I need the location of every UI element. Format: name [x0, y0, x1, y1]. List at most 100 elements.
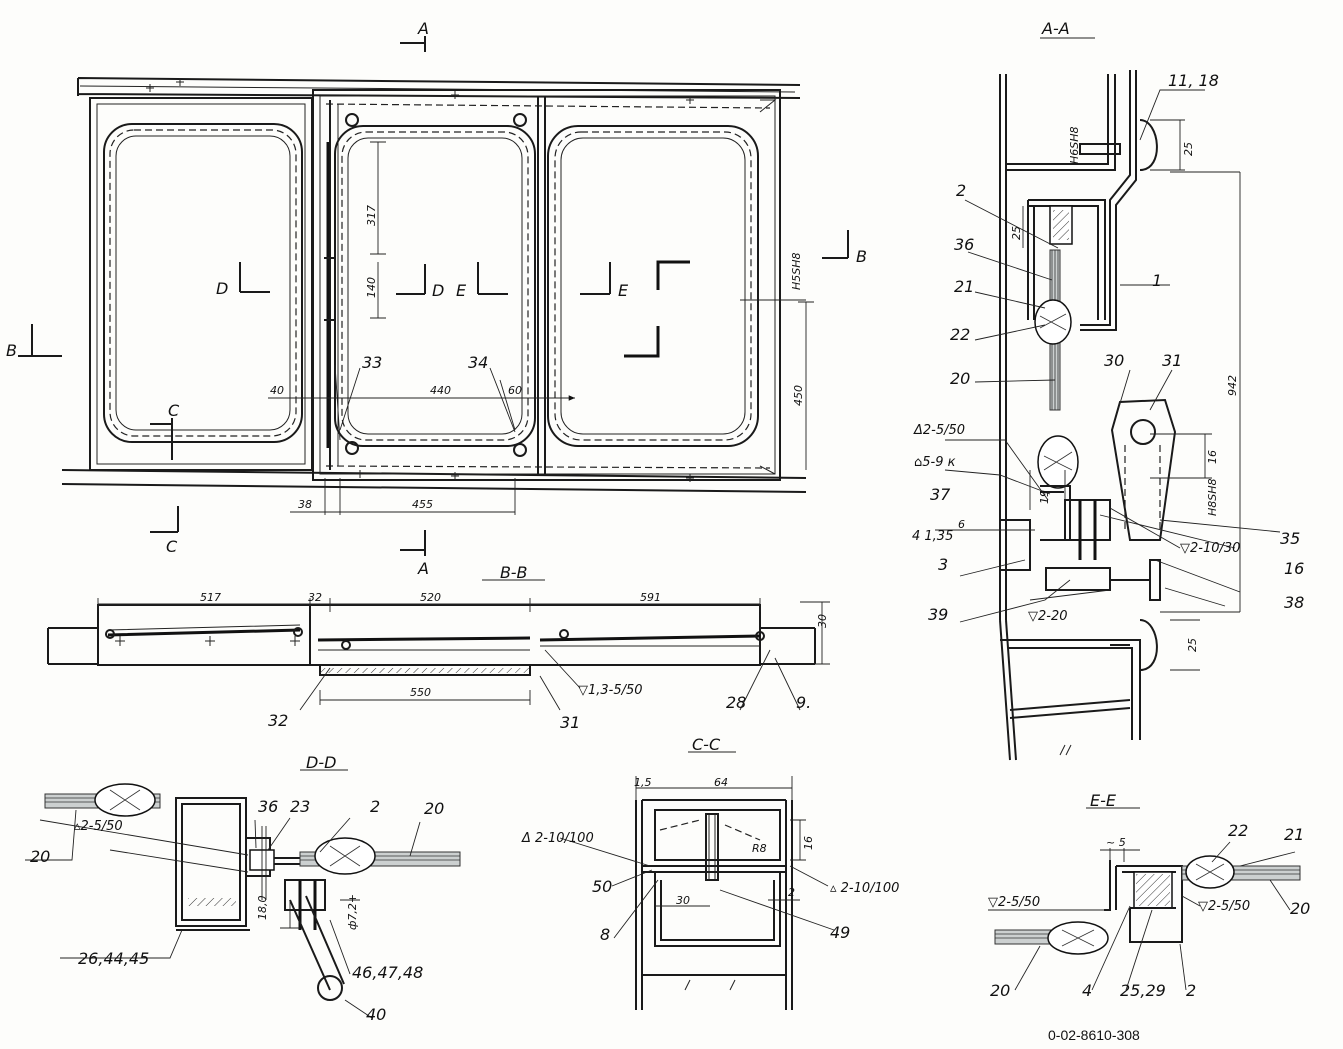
dim-317: 317 — [365, 205, 378, 226]
dim-440: 440 — [430, 384, 451, 397]
aa-dim-25-bottom: 25 — [1186, 638, 1199, 652]
aa-callout-22: 22 — [950, 325, 970, 344]
aa-dim-6: 6 — [958, 518, 965, 531]
cc-dim-1-5: 1,5 — [634, 776, 652, 789]
cc-dim-30: 30 — [676, 894, 690, 907]
aa-callout-38: 38 — [1284, 593, 1304, 612]
ee-callout-20-right: 20 — [1290, 899, 1310, 918]
cc-dim-2: 2 — [788, 886, 795, 899]
section-aa-title: A-A — [1041, 19, 1070, 38]
dd-dim-phi: ф7,2+ — [346, 894, 359, 930]
cc-callout-50: 50 — [592, 877, 612, 896]
ee-weld-right: ▽2-5/50 — [1198, 899, 1250, 914]
dim-140: 140 — [365, 277, 378, 298]
aa-callout-21: 21 — [954, 277, 974, 296]
bb-dim-520: 520 — [420, 591, 441, 604]
ee-callout-21: 21 — [1284, 825, 1304, 844]
callout-33: 33 — [362, 353, 382, 372]
main-window-view — [18, 36, 849, 556]
bb-dim-30: 30 — [816, 614, 829, 628]
bb-dim-591: 591 — [640, 591, 661, 604]
bb-dim-517: 517 — [200, 591, 221, 604]
ee-callout-2: 2 — [1186, 981, 1196, 1000]
dim-38: 38 — [298, 498, 312, 511]
aa-callout-2: 2 — [956, 181, 966, 200]
cc-dim-r8: R8 — [752, 842, 767, 855]
aa-callout-39: 39 — [928, 605, 948, 624]
aa-callout-3: 3 — [938, 555, 948, 574]
bb-dim-550: 550 — [410, 686, 431, 699]
aa-callout-36: 36 — [954, 235, 974, 254]
fit-h5sh8: H5SH8 — [790, 252, 803, 290]
dd-dim-18: 18,0 — [256, 896, 269, 921]
dim-450: 450 — [792, 385, 805, 406]
aa-callout-31: 31 — [1162, 351, 1182, 370]
main-section-mark-b-right: B — [856, 247, 867, 266]
aa-weld-2: ⌂5-9 к — [914, 455, 956, 470]
dd-callout-20-right: 20 — [424, 799, 444, 818]
main-section-mark-a-top: A — [417, 19, 429, 38]
ee-weld-left: ▽2-5/50 — [988, 895, 1040, 910]
aa-fit-h6sh8: H6SH8 — [1068, 126, 1081, 164]
aa-dim-25-top: 25 — [1182, 142, 1195, 156]
drawing-code: 0-02-8610-308 — [1048, 1027, 1140, 1043]
cc-weld-right: ▵ 2-10/100 — [830, 881, 899, 896]
dd-callout-20-left: 20 — [30, 847, 50, 866]
section-dd-view — [25, 769, 461, 1019]
cc-dim-64: 64 — [714, 776, 728, 789]
cc-callout-49: 49 — [830, 923, 850, 942]
dim-455: 455 — [412, 498, 433, 511]
main-section-mark-a-bottom: A — [417, 559, 429, 578]
bb-dim-32: 32 — [308, 591, 322, 604]
main-section-mark-e-left: E — [456, 281, 467, 300]
dd-callout-2: 2 — [370, 797, 380, 816]
aa-callout-1: 1 — [1152, 271, 1162, 290]
section-ee-view — [988, 807, 1301, 991]
aa-callout-16: 16 — [1284, 559, 1304, 578]
section-cc-view — [559, 751, 835, 1010]
aa-fit-h8sh8: H8SH8 — [1206, 478, 1219, 516]
ee-callout-22: 22 — [1228, 821, 1248, 840]
bb-callout-28: 28 — [726, 693, 746, 712]
dim-60: 60 — [508, 384, 522, 397]
section-bb-title: B-B — [500, 563, 527, 582]
dd-callout-26-44-45: 26,44,45 — [78, 949, 149, 968]
ee-dim-5: ~ 5 — [1106, 836, 1126, 849]
main-section-mark-c-bottom: C — [166, 537, 178, 556]
bb-callout-31: 31 — [560, 713, 580, 732]
aa-callout-11-18: 11, 18 — [1168, 71, 1219, 90]
aa-callout-30: 30 — [1104, 351, 1124, 370]
main-section-mark-d-left: D — [216, 279, 228, 298]
dd-callout-23: 23 — [290, 797, 310, 816]
bb-weld-note: ▽1,3-5/50 — [578, 683, 643, 698]
aa-callout-35: 35 — [1280, 529, 1300, 548]
cc-weld-left: Δ 2-10/100 — [521, 831, 594, 846]
main-section-mark-b-left: B — [6, 341, 17, 360]
aa-dim-16: 16 — [1206, 450, 1219, 464]
dim-40: 40 — [270, 384, 284, 397]
dd-callout-40: 40 — [366, 1005, 386, 1024]
aa-callout-20: 20 — [950, 369, 970, 388]
aa-weld-1: Δ2-5/50 — [913, 423, 965, 438]
aa-dim-19: 19 — [1038, 490, 1051, 504]
cc-callout-8: 8 — [600, 925, 610, 944]
main-section-mark-e-right: E — [618, 281, 629, 300]
section-cc-title: C-C — [692, 735, 721, 754]
aa-weld-3: 4 1,35 — [912, 529, 953, 544]
aa-weld-5: ▽2-20 — [1028, 609, 1068, 624]
section-bb-view — [47, 579, 830, 711]
aa-weld-4: ▽2-10/30 — [1180, 541, 1240, 556]
bb-callout-32: 32 — [268, 711, 288, 730]
section-aa-view — [935, 37, 1281, 761]
cc-dim-16: 16 — [802, 836, 815, 850]
section-ee-title: E-E — [1090, 791, 1117, 810]
section-dd-title: D-D — [306, 753, 336, 772]
dd-callout-46-47-48: 46,47,48 — [352, 963, 423, 982]
ee-callout-20-left: 20 — [990, 981, 1010, 1000]
main-section-mark-d-right: D — [432, 281, 444, 300]
main-section-mark-c-top: C — [168, 401, 180, 420]
aa-callout-37: 37 — [930, 485, 951, 504]
bb-callout-9: 9. — [796, 693, 811, 712]
